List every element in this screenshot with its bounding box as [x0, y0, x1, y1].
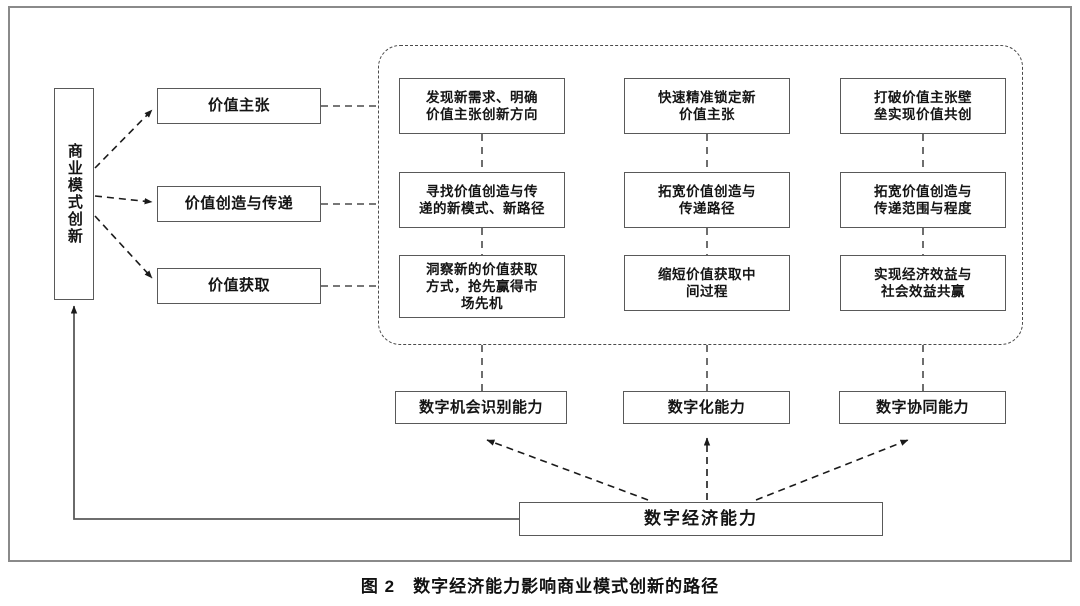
node-value-capture[interactable]: 价值获取 — [157, 268, 321, 304]
detail-col-c-row-0[interactable]: 打破价值主张壁 垒实现价值共创 — [840, 78, 1006, 134]
node-label: 打破价值主张壁 垒实现价值共创 — [874, 89, 972, 122]
node-label: 价值获取 — [207, 277, 270, 295]
node-label: 快速精准锁定新 价值主张 — [658, 89, 756, 122]
node-label: 价值主张 — [207, 97, 270, 115]
node-label: 数字化能力 — [667, 398, 746, 416]
detail-col-a-row-2[interactable]: 洞察新的价值获取 方式，抢先赢得市 场先机 — [399, 255, 565, 318]
node-label: 缩短价值获取中 间过程 — [658, 266, 756, 299]
node-digital-opportunity-recognition-capability[interactable]: 数字机会识别能力 — [395, 391, 567, 424]
detail-group-container — [378, 45, 1023, 345]
node-business-model-innovation[interactable]: 商业模式创新 — [54, 88, 94, 300]
node-label: 商业模式创新 — [65, 143, 83, 245]
detail-col-a-row-0[interactable]: 发现新需求、明确 价值主张创新方向 — [399, 78, 565, 134]
node-value-creation-delivery[interactable]: 价值创造与传递 — [157, 186, 321, 222]
node-label: 拓宽价值创造与 传递路径 — [658, 183, 756, 216]
detail-col-b-row-1[interactable]: 拓宽价值创造与 传递路径 — [624, 172, 790, 228]
detail-col-b-row-2[interactable]: 缩短价值获取中 间过程 — [624, 255, 790, 311]
detail-col-a-row-1[interactable]: 寻找价值创造与传 递的新模式、新路径 — [399, 172, 565, 228]
node-label: 发现新需求、明确 价值主张创新方向 — [426, 89, 538, 122]
node-label: 实现经济效益与 社会效益共赢 — [874, 266, 972, 299]
node-label: 洞察新的价值获取 方式，抢先赢得市 场先机 — [426, 261, 538, 312]
node-label: 价值创造与传递 — [184, 195, 294, 213]
node-label: 拓宽价值创造与 传递范围与程度 — [874, 183, 972, 216]
node-label: 数字协同能力 — [875, 398, 969, 416]
detail-col-c-row-1[interactable]: 拓宽价值创造与 传递范围与程度 — [840, 172, 1006, 228]
node-digital-collaboration-capability[interactable]: 数字协同能力 — [839, 391, 1006, 424]
node-label: 数字机会识别能力 — [418, 398, 543, 416]
node-label: 数字经济能力 — [644, 509, 758, 529]
figure-caption: 图 2 数字经济能力影响商业模式创新的路径 — [360, 577, 720, 596]
node-label: 寻找价值创造与传 递的新模式、新路径 — [419, 183, 545, 216]
node-digital-economy-capability[interactable]: 数字经济能力 — [519, 502, 883, 536]
node-value-proposition[interactable]: 价值主张 — [157, 88, 321, 124]
detail-col-b-row-0[interactable]: 快速精准锁定新 价值主张 — [624, 78, 790, 134]
node-digitalization-capability[interactable]: 数字化能力 — [623, 391, 790, 424]
detail-col-c-row-2[interactable]: 实现经济效益与 社会效益共赢 — [840, 255, 1006, 311]
